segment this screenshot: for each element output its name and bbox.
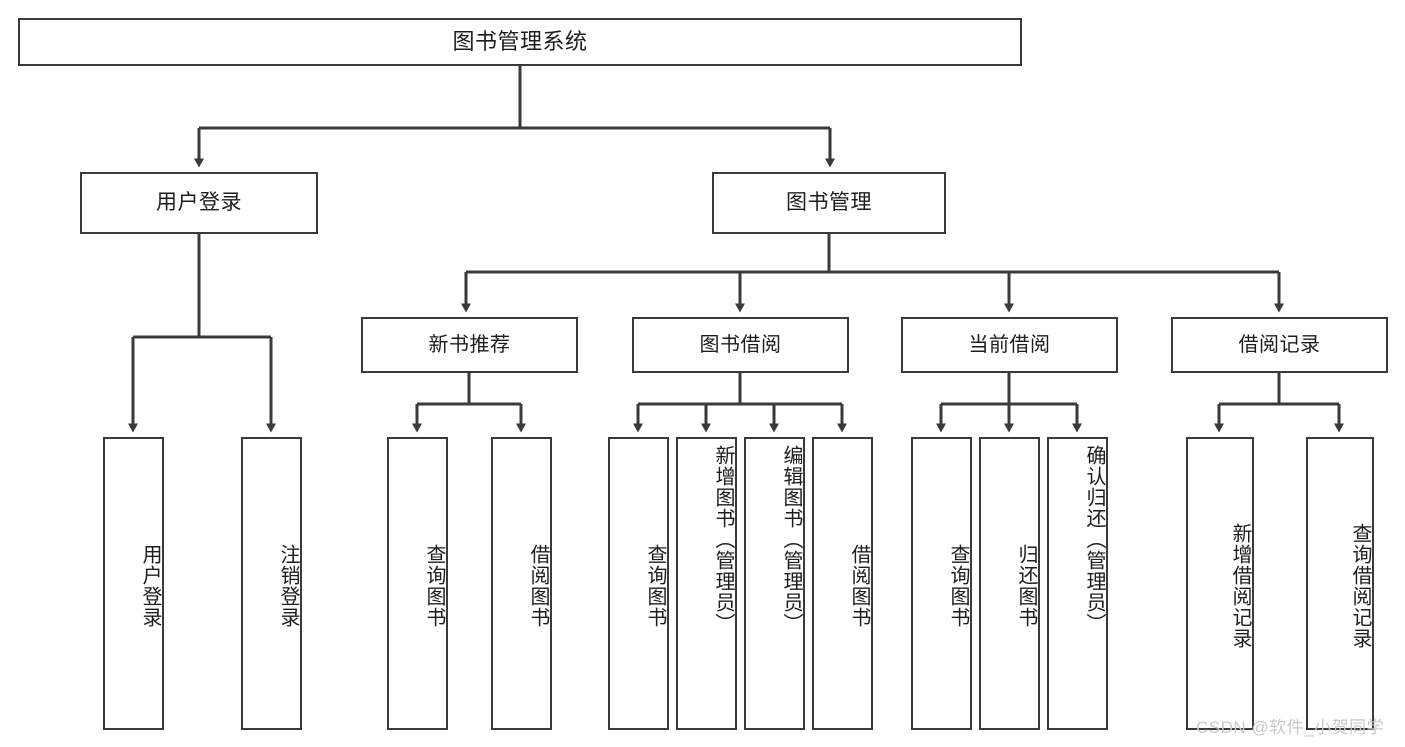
leaf-query-book-recommend[interactable]: 查询图书 [387, 437, 448, 730]
leaf-query-book-current[interactable]: 查询图书 [911, 437, 972, 730]
leaf-borrow-book[interactable]: 借阅图书 [812, 437, 873, 730]
leaf-edit-book-admin[interactable]: 编辑图书（管理员） [744, 437, 805, 730]
node-book-borrow[interactable]: 图书借阅 [632, 317, 849, 373]
leaf-add-book-admin[interactable]: 新增图书（管理员） [676, 437, 737, 730]
leaf-user-login[interactable]: 用户登录 [103, 437, 164, 730]
leaf-query-book-borrow[interactable]: 查询图书 [608, 437, 669, 730]
leaf-confirm-return-admin[interactable]: 确认归还（管理员） [1047, 437, 1108, 730]
csdn-watermark: CSDN @软件_小贺同学 [1196, 718, 1385, 737]
node-root[interactable]: 图书管理系统 [18, 18, 1022, 66]
leaf-borrow-book-recommend[interactable]: 借阅图书 [491, 437, 552, 730]
node-current-borrow[interactable]: 当前借阅 [901, 317, 1118, 373]
node-user-login[interactable]: 用户登录 [80, 172, 318, 234]
node-new-book-rec[interactable]: 新书推荐 [361, 317, 578, 373]
node-book-manage[interactable]: 图书管理 [712, 172, 946, 234]
leaf-add-borrow-record[interactable]: 新增借阅记录 [1186, 437, 1254, 730]
node-borrow-record[interactable]: 借阅记录 [1171, 317, 1388, 373]
leaf-logout-login[interactable]: 注销登录 [241, 437, 302, 730]
leaf-return-book[interactable]: 归还图书 [979, 437, 1040, 730]
leaf-query-borrow-record[interactable]: 查询借阅记录 [1306, 437, 1374, 730]
